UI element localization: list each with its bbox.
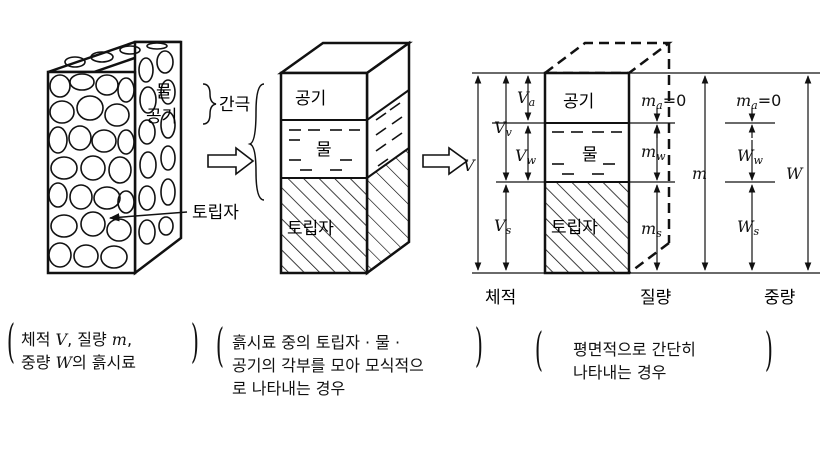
symbol-mw: mw [641,142,666,163]
caption-middle: 흙시료 중의 토립자 · 물 · 공기의 각부를 모아 모식적으 로 나타내는 … [232,331,424,401]
phase-water-label: 물 [316,140,332,160]
phase-air-label: 공기 [295,89,326,109]
symbol-Vv: Vv [494,118,513,139]
water-dashes [289,102,403,171]
symbol-ms: ms [641,219,662,240]
symbol-V: V [463,156,476,175]
caption-left-line2: 중량 W의 흙시료 [21,353,136,373]
sample-water-label: 물 [156,82,172,102]
simple-solids-label: 토립자 [551,218,598,238]
caption-middle-line1: 흙시료 중의 토립자 · 물 · [232,333,401,352]
pores-label: 간극 [219,95,250,115]
caption-right-line2: 나타내는 경우 [573,363,667,383]
label-mass: 질량 [640,288,672,308]
symbol-ma: ma=0 [641,91,686,112]
simplified-block [541,41,673,275]
symbol-Va: Va [517,88,535,109]
sample-solids-label: 토립자 [192,203,239,223]
caption-middle-open-paren: ( [215,318,225,372]
arrow-right-icon [207,146,255,176]
soil-sample-block [46,40,183,276]
symbol-Wa: ma=0 [736,91,781,112]
simple-water-label: 물 [582,145,598,165]
pores-bracket [247,83,265,201]
caption-left: 체적 V, 질량 m, 중량 W의 흙시료 [21,328,136,374]
symbol-Vw: Vw [515,146,537,167]
arrow-right-icon [422,146,469,176]
symbol-Ws: Ws [737,217,759,238]
label-volume: 체적 [485,288,516,308]
caption-middle-line3: 로 나타내는 경우 [232,379,346,399]
symbol-Ww: Ww [737,146,763,167]
caption-left-line1: 체적 V, 질량 m, [21,330,133,349]
caption-middle-close-paren: ) [474,318,484,372]
caption-right-open-paren: ( [534,322,544,376]
phase-solids-label: 토립자 [287,219,334,239]
dimension-lines [472,72,820,274]
caption-right: 평면적으로 간단히 나타내는 경우 [573,338,696,384]
label-weight: 중량 [764,288,796,308]
caption-right-line1: 평면적으로 간단히 [573,340,696,359]
caption-left-open-paren: ( [6,314,16,368]
sample-air-label: 공기 [146,107,177,127]
symbol-m: m [692,164,707,183]
caption-middle-line2: 공기의 각부를 모아 모식적으 [232,356,424,376]
soil-grains [48,42,176,269]
caption-left-close-paren: ) [190,314,200,368]
simple-air-label: 공기 [563,92,594,112]
phase-block [277,40,413,276]
symbol-Vs: Vs [494,216,512,237]
symbol-W: W [786,164,804,183]
caption-right-close-paren: ) [764,322,774,376]
pores-brace [202,83,217,125]
solids-pointer [108,211,188,222]
